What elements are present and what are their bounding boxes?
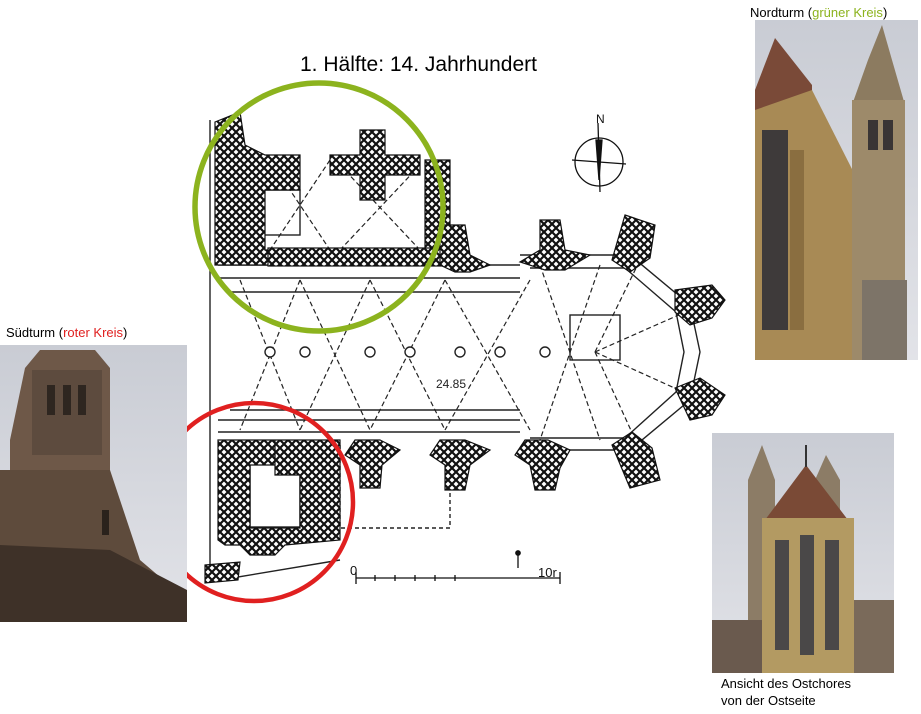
north-arrow-icon [571, 122, 627, 193]
suedturm-caption-label: Südturm ( [6, 325, 64, 340]
nordturm-caption: Nordturm (grüner Kreis) [750, 5, 887, 20]
nordturm-caption-close: ) [882, 5, 888, 20]
photo-ostchor [712, 433, 894, 673]
church-floor-plan [209, 120, 701, 581]
suedturm-caption-highlight: roter Kreis [63, 325, 124, 340]
dimension-label: 24.85 [436, 377, 466, 391]
ostchor-caption-line2: von der Ostseite [721, 693, 816, 708]
nordturm-caption-label: Nordturm ( [750, 5, 813, 20]
ostchor-caption-line1: Ansicht des Ostchores [721, 676, 852, 691]
scale-start-label: 0 [350, 563, 357, 578]
scale-bar [355, 550, 561, 584]
ostchor-caption: Ansicht des Ostchores von der Ostseite [721, 675, 851, 709]
north-letter: N [596, 112, 605, 126]
hatched-walls [204, 111, 726, 584]
photo-suedturm [0, 345, 187, 622]
scale-end-label: 10r [538, 565, 557, 580]
suedturm-caption-close: ) [123, 325, 128, 340]
photo-nordturm [755, 20, 918, 360]
nordturm-caption-highlight: grüner Kreis [812, 5, 883, 20]
suedturm-caption: Südturm (roter Kreis) [6, 325, 127, 340]
green-circle-nordturm [192, 80, 446, 334]
page-title: 1. Hälfte: 14. Jahrhundert [300, 53, 537, 76]
